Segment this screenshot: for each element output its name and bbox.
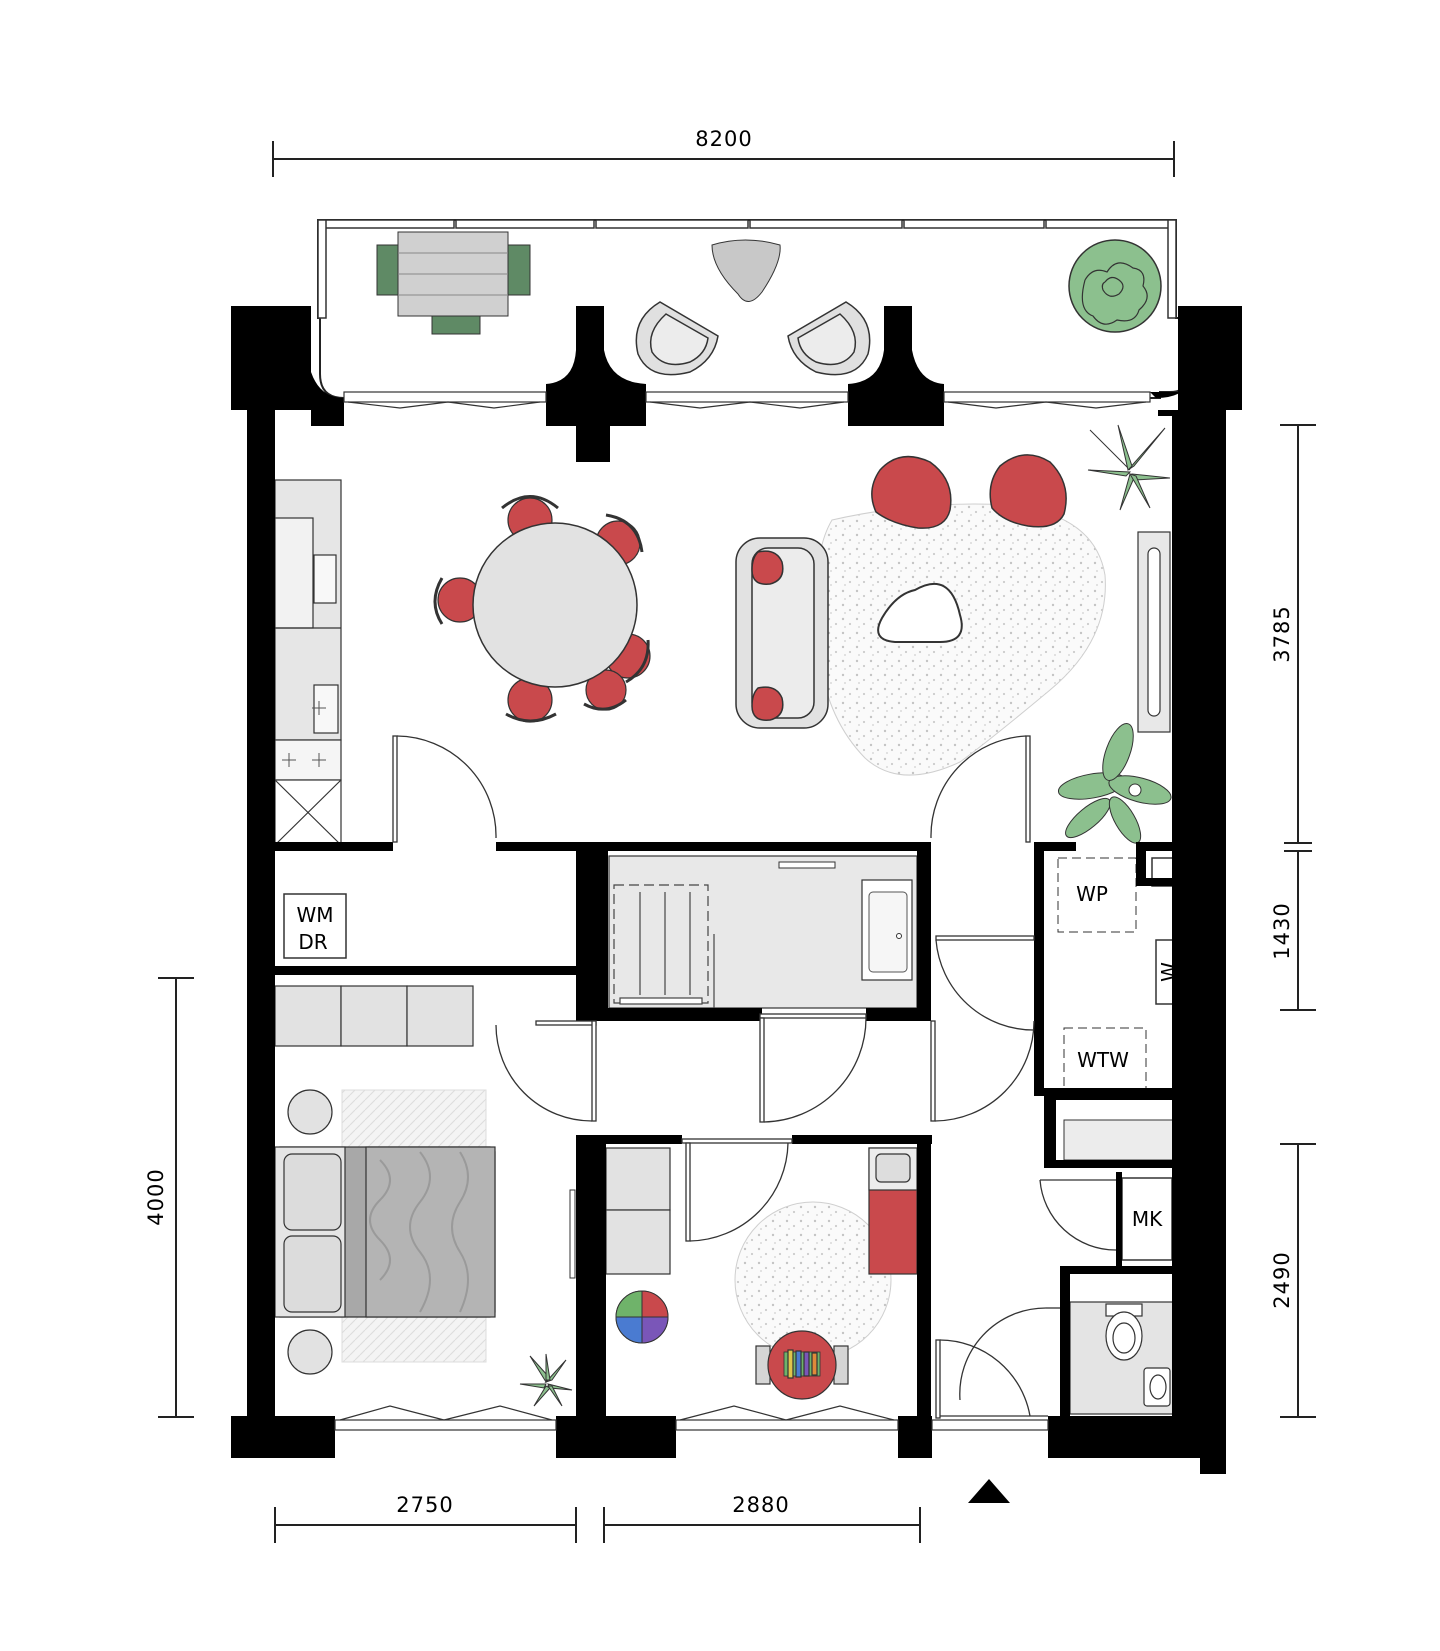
dimension-right-mid (1280, 851, 1316, 1011)
label-heat-pump: WP (1076, 882, 1108, 906)
cooktop-icon (282, 701, 326, 767)
toilet-room (1069, 1301, 1175, 1415)
door-living-left (392, 735, 497, 843)
dimension-left-bedroom (158, 977, 194, 1418)
balcony-shrub (1068, 239, 1162, 333)
kitchen-counter (274, 479, 342, 846)
dimension-texts: 8200 3785 1430 2490 4000 2750 2880 (144, 127, 1294, 1517)
kid-bed (868, 1147, 918, 1275)
dimension-top (272, 141, 1175, 177)
balcony (317, 219, 1191, 399)
armchairs (871, 454, 1067, 529)
door-bedroom (495, 1020, 597, 1122)
dimension-right-lower (1280, 1143, 1316, 1418)
dimension-bottom-bedroom (274, 1507, 577, 1543)
door-living-right (930, 735, 1031, 843)
dim-label-right-living: 3785 (1270, 605, 1294, 662)
tv-console (1137, 531, 1171, 733)
bedroom-wardrobe (274, 985, 474, 1047)
balcony-railing (317, 219, 1177, 319)
walls (231, 306, 1242, 1474)
door-toilet (959, 1307, 1060, 1401)
label-washer: WM (296, 903, 333, 927)
dimension-bottom-kidroom (603, 1507, 921, 1543)
kid-table (755, 1330, 849, 1400)
outdoor-chair-right (787, 301, 871, 376)
doors (392, 735, 1117, 1419)
laundry-unit: WM DR (283, 893, 347, 959)
dim-label-right-lower: 2490 (1270, 1251, 1294, 1308)
door-hall-left (930, 1020, 1035, 1122)
dim-label-right-mid: 1430 (1270, 902, 1294, 959)
shower (613, 884, 715, 1008)
sink-icon (1143, 1367, 1171, 1407)
toilet-icon (1105, 1303, 1143, 1361)
dining-table (472, 522, 638, 688)
meter-cupboard: MK (1121, 1177, 1173, 1261)
beach-ball-icon (615, 1290, 669, 1344)
coffee-table (877, 582, 963, 643)
door-technical (935, 935, 1035, 1031)
nightstand-top (287, 1089, 333, 1135)
door-kidroom (681, 1138, 793, 1242)
kidroom-closet (605, 1147, 671, 1275)
bed (274, 1146, 496, 1318)
xylophone-icon (783, 1349, 821, 1379)
plant-icon-3 (519, 1353, 573, 1407)
nightstand-bottom (287, 1329, 333, 1375)
bathtub (861, 879, 913, 981)
sofa (735, 537, 829, 729)
dim-label-bottom-kidroom: 2880 (732, 1493, 789, 1517)
label-meter-cupboard: MK (1132, 1207, 1163, 1231)
door-bathroom (759, 1013, 867, 1123)
plant-icon-2 (1057, 723, 1172, 844)
dim-label-left-bedroom: 4000 (144, 1168, 168, 1225)
dim-label-top: 8200 (695, 127, 752, 151)
door-entrance (935, 1339, 1048, 1419)
bedroom-sliding-door (569, 1189, 576, 1279)
dim-label-bottom-bedroom: 2750 (396, 1493, 453, 1517)
bathroom (608, 855, 918, 1009)
plant-icon (1087, 424, 1171, 511)
outdoor-side-table (711, 239, 781, 302)
windows (334, 391, 1151, 1431)
dimension-lines (158, 141, 1316, 1543)
entrance-arrow-icon (968, 1479, 1010, 1503)
dining-set (433, 495, 651, 723)
label-dryer: DR (298, 930, 327, 954)
outdoor-chair-left (635, 301, 719, 376)
door-meter-cupboard (1039, 1179, 1117, 1251)
outdoor-picnic-table (376, 231, 531, 335)
label-heat-recovery: WTW (1077, 1048, 1129, 1072)
